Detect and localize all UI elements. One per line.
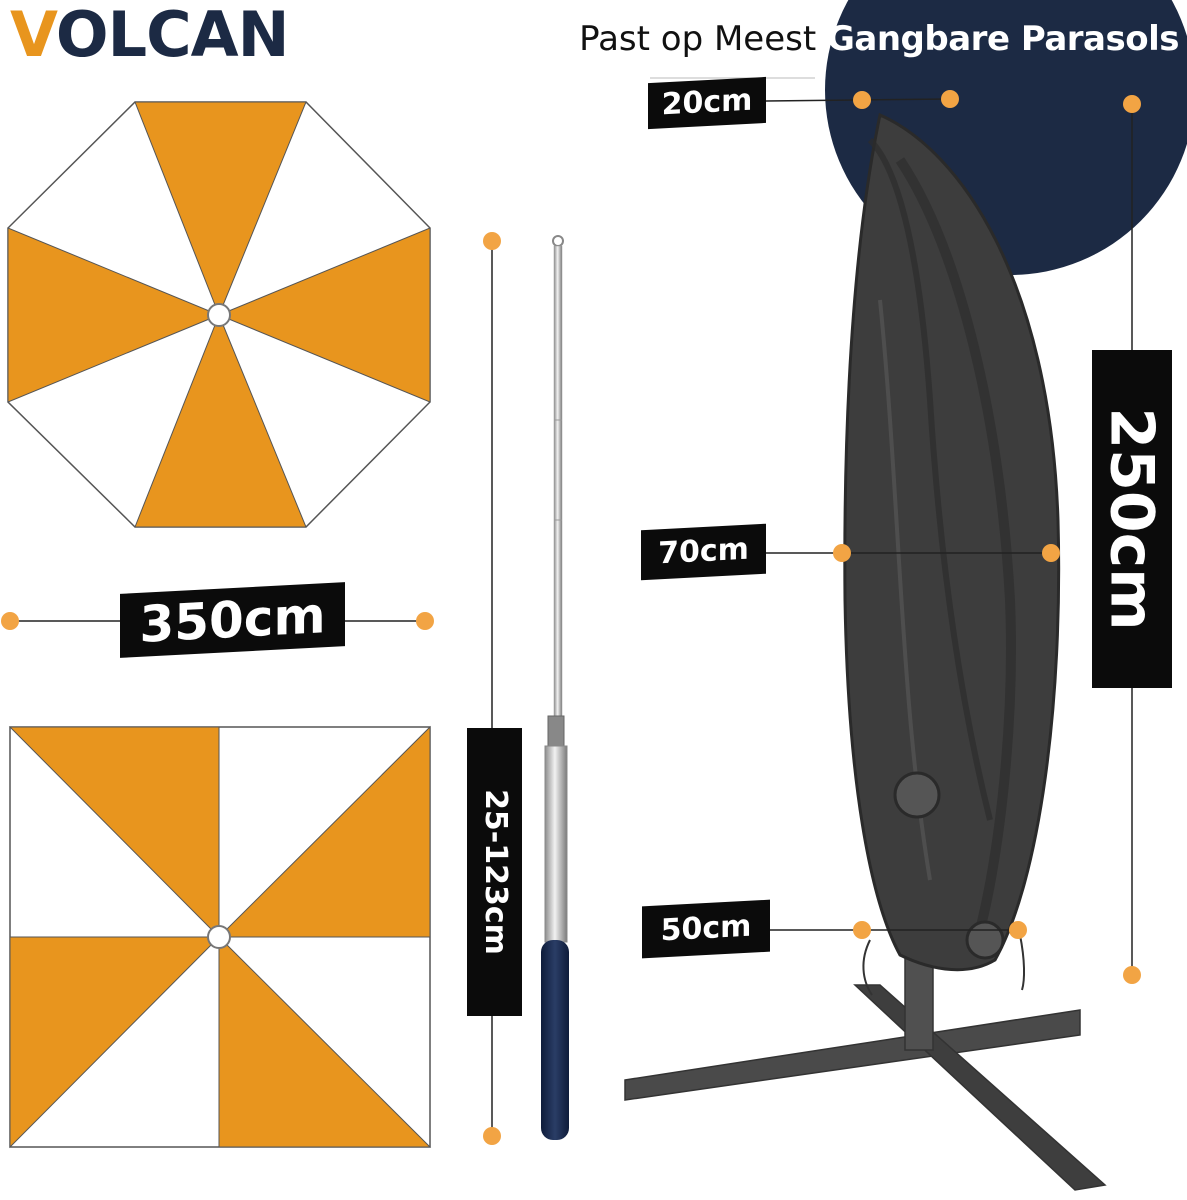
brand-logo: VOLCAN — [10, 4, 289, 66]
pole-length-label: 25-123cm — [467, 728, 522, 1016]
height-label-text: 250cm — [1097, 407, 1167, 631]
middle-width-dimension-line — [766, 544, 1060, 562]
headline-light: Past op Meest — [579, 19, 817, 59]
middle-width-label: 70cm — [641, 523, 766, 581]
bottom-width-dimension-line — [770, 921, 1027, 939]
diameter-label: 350cm — [120, 582, 345, 658]
headline: Past op Meest Gangbare Parasols — [579, 22, 1179, 56]
cantilever-parasol-cover-icon — [624, 112, 1107, 1191]
square-parasol-top-view-icon — [8, 725, 432, 1149]
height-label: 250cm — [1092, 350, 1172, 688]
headline-bold: Gangbare Parasols — [827, 19, 1180, 59]
top-width-dimension-line — [765, 90, 959, 109]
logo-text: OLCAN — [55, 0, 290, 71]
round-parasol-top-view-icon — [7, 101, 431, 528]
telescopic-pole-icon — [541, 235, 569, 1140]
top-width-label: 20cm — [648, 76, 766, 130]
logo-v-mark: V — [10, 0, 57, 71]
bottom-width-label: 50cm — [642, 899, 770, 959]
pole-length-label-text: 25-123cm — [477, 789, 513, 955]
